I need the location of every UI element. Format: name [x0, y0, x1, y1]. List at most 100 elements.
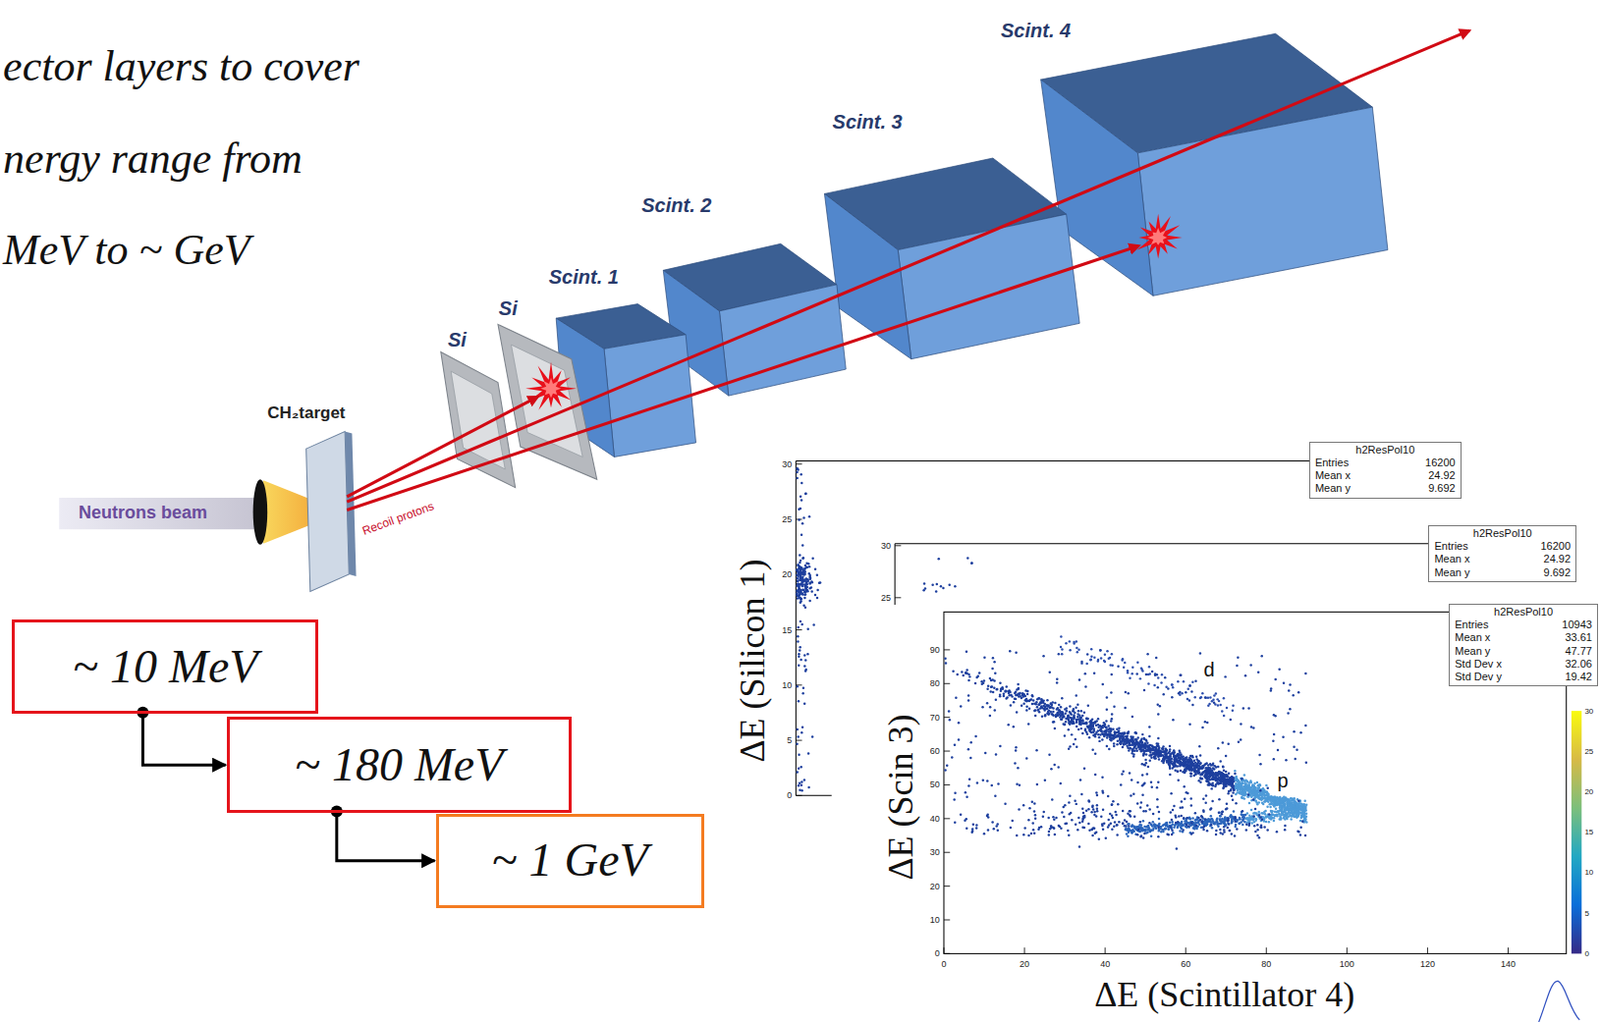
scatter-point: [803, 654, 806, 657]
scatter-point: [803, 583, 806, 586]
scatter-point: [798, 646, 801, 649]
tick-mark: [943, 852, 950, 854]
tick-marks: [894, 546, 901, 599]
scatter-point: [796, 626, 799, 629]
scatter-point: [1086, 717, 1089, 720]
scatter-point: [1098, 736, 1101, 739]
scatter-point: [1106, 724, 1109, 727]
scatter-point: [1191, 769, 1194, 772]
scatter-point: [1215, 781, 1218, 784]
scatter-point: [1109, 727, 1112, 730]
scatter-point: [1085, 721, 1088, 724]
scatter-point: [797, 583, 800, 586]
scatter-point: [1286, 809, 1289, 812]
scatter-point: [1069, 717, 1072, 719]
scatter-point: [977, 675, 980, 678]
scatter-point: [923, 582, 926, 585]
scatter-point: [1233, 770, 1236, 773]
scatter-point: [1077, 710, 1080, 713]
tick-mark: [1185, 947, 1187, 954]
scatter-point: [796, 728, 799, 731]
scatter-point: [800, 482, 803, 485]
scatter-point: [1116, 730, 1119, 733]
scatter-point: [1100, 729, 1103, 732]
tick-mark: [943, 818, 950, 820]
scatter-point: [1290, 802, 1293, 805]
scatter-point: [799, 598, 802, 601]
interaction-star: [525, 362, 577, 411]
scatter-point: [796, 571, 799, 574]
scatter-point: [1274, 803, 1277, 806]
scatter-point: [1075, 720, 1078, 723]
scatter-point: [1088, 730, 1091, 733]
scatter-point: [1183, 763, 1186, 766]
scatter-point: [796, 685, 799, 688]
scatter-point: [1199, 763, 1202, 766]
scatter-point: [1207, 772, 1210, 775]
scatter-point: [1283, 797, 1286, 800]
scatter-point: [1064, 720, 1067, 723]
scatter-point: [960, 670, 963, 673]
scatter-point: [974, 682, 977, 685]
scatter-point: [800, 784, 803, 787]
scatter-point: [1232, 784, 1235, 787]
scatter-point: [802, 556, 805, 559]
scatter-point: [1126, 731, 1129, 734]
scatter-point: [967, 679, 970, 682]
scatter-point: [1260, 794, 1263, 797]
scatter-point: [1075, 720, 1078, 723]
scatter-point: [1206, 780, 1209, 783]
scatter-point: [1301, 805, 1304, 808]
scatter-point: [1288, 800, 1291, 803]
scatter-point: [1152, 749, 1155, 752]
scatter-point: [1203, 775, 1206, 778]
scatter-point: [1158, 750, 1161, 753]
scatter-point: [1161, 748, 1164, 751]
scatter-point: [1061, 712, 1064, 715]
scatter-point: [796, 597, 799, 600]
scatter-point: [798, 789, 801, 792]
scatter-point: [1049, 711, 1052, 714]
scatter-point: [1093, 721, 1096, 724]
scatter-point: [1252, 784, 1255, 787]
plot-scin2: [831, 525, 1577, 606]
scatter-point: [797, 656, 800, 659]
scatter-point: [1047, 714, 1049, 717]
scatter-point: [799, 659, 802, 662]
tick-mark: [943, 784, 950, 786]
scintillators: [555, 33, 1388, 457]
scatter-point: [1113, 730, 1116, 733]
scatter-point: [1216, 782, 1219, 785]
scatter-point: [807, 752, 810, 755]
scatter-point: [1119, 742, 1122, 745]
scatter-point: [1209, 774, 1212, 777]
scatter-point: [1232, 788, 1235, 791]
scatter-point: [1303, 818, 1306, 821]
scatter-point: [989, 690, 992, 693]
scatter-point: [1282, 803, 1285, 806]
scatter-point: [1240, 777, 1243, 780]
scatter-point: [1032, 699, 1035, 702]
scatter-point: [1004, 690, 1007, 693]
scatter-point: [799, 576, 802, 579]
scatter-point: [1097, 723, 1100, 726]
scatter-point: [796, 589, 799, 592]
scatter-point: [1246, 787, 1249, 790]
scatter-point: [1077, 728, 1080, 731]
scatter-point: [804, 587, 807, 590]
scatter-point: [1104, 719, 1107, 722]
scatter-point: [1183, 771, 1186, 773]
tick-mark: [894, 545, 901, 547]
scatter-point: [1026, 693, 1029, 696]
scatter-point: [1158, 753, 1160, 756]
scatter-point: [1057, 709, 1060, 712]
scatter-point: [1095, 731, 1098, 734]
scatter-point: [1042, 699, 1045, 702]
scatter-point: [1148, 760, 1151, 763]
tick-mark: [1104, 947, 1106, 954]
scatter-point: [796, 771, 799, 773]
scatter-point: [1299, 820, 1302, 823]
scatter-point: [806, 565, 809, 568]
proton-tracks: [346, 30, 1470, 510]
scatter-point: [1158, 750, 1160, 753]
